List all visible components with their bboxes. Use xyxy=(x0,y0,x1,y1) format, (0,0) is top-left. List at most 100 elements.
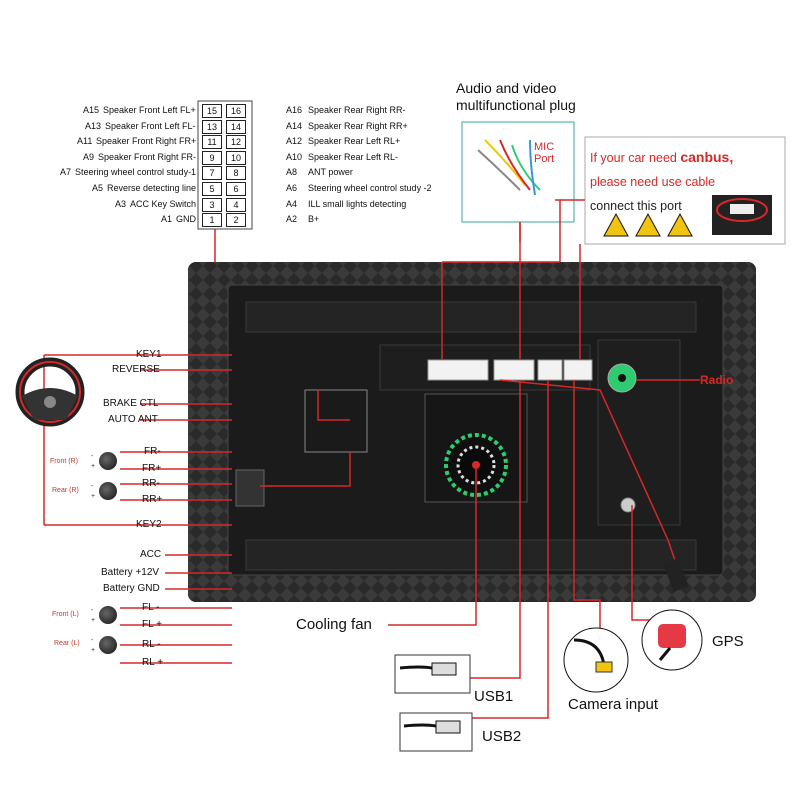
pin-id-a3: A3 xyxy=(115,198,127,209)
wire-rl-minus: RL - xyxy=(142,639,161,650)
mic-line1: MIC xyxy=(534,141,555,153)
pin-id-a13: A13 xyxy=(85,120,102,131)
pin-number-14: 14 xyxy=(226,119,246,134)
group-front-l: Front (L) xyxy=(52,611,79,618)
camera-input-label: Camera input xyxy=(568,696,659,713)
pin-number-13: 13 xyxy=(202,119,222,134)
speaker-front-r-icon xyxy=(99,452,117,470)
head-unit-body xyxy=(188,262,756,602)
pin-number-15: 15 xyxy=(202,104,222,118)
pin-label-a12: Speaker Rear Left RL+ xyxy=(308,136,401,147)
warning-icons xyxy=(603,195,772,237)
wire-reverse: REVERSE xyxy=(112,364,160,375)
pin-id-a7: A7 xyxy=(60,167,72,178)
pin-number-16: 16 xyxy=(226,104,246,118)
av-plug-title-line2: multifunctional plug xyxy=(456,97,576,113)
pm-rr-plus: + xyxy=(91,493,96,500)
pm-rl-plus: + xyxy=(91,647,96,654)
wire-fr-plus: FR+ xyxy=(142,463,162,474)
wire-brake-ctl: BRAKE CTL xyxy=(103,398,159,409)
pm-fl-plus: + xyxy=(91,617,96,624)
pin-id-a16: A16 xyxy=(286,105,303,115)
canbus-line1: If your car need canbus, xyxy=(590,145,733,170)
group-rear-r: Rear (R) xyxy=(52,487,79,494)
pin-label-a2: B+ xyxy=(308,214,320,225)
wire-rl-plus: RL + xyxy=(142,657,164,668)
wire-rr-plus: RR+ xyxy=(142,494,163,505)
pin-label-a8: ANT power xyxy=(308,167,353,178)
pm-rr-minus: - xyxy=(91,483,94,490)
pin-number-5: 5 xyxy=(202,182,222,196)
pin-label-a14: Speaker Rear Right RR+ xyxy=(308,120,408,131)
canbus-line3: connect this port xyxy=(590,199,682,213)
pin-number-2: 2 xyxy=(226,213,246,228)
pin-number-6: 6 xyxy=(226,182,246,196)
mic-port-label: MIC Port xyxy=(534,141,554,165)
pin-label-a11: Speaker Front Right FR+ xyxy=(96,136,197,147)
group-front-r: Front (R) xyxy=(50,458,78,465)
pin-id-a15: A15 xyxy=(83,105,100,115)
wire-fr-minus: FR- xyxy=(144,446,161,457)
av-plug-title: Audio and video multifunctional plug xyxy=(456,80,576,114)
canbus-line1-prefix: If your car need xyxy=(590,151,681,165)
pin-label-a6: Steering wheel control study -2 xyxy=(308,183,432,193)
pin-number-7: 7 xyxy=(202,166,222,181)
wire-battery-gnd: Battery GND xyxy=(103,583,160,594)
pin-id-a6: A6 xyxy=(286,183,298,193)
wire-fl-minus: FL - xyxy=(142,602,160,613)
wire-auto-ant: AUTO ANT xyxy=(108,414,158,425)
gps-label: GPS xyxy=(712,633,744,650)
pin-id-a5: A5 xyxy=(92,183,104,193)
pin-label-a16: Speaker Rear Right RR- xyxy=(308,105,406,115)
av-plug-title-line1: Audio and video xyxy=(456,80,557,96)
pm-rl-minus: - xyxy=(91,637,94,644)
pin-number-11: 11 xyxy=(202,135,222,150)
canbus-note: If your car need canbus, please need use… xyxy=(590,145,733,218)
pin-number-8: 8 xyxy=(226,166,246,181)
steering-wheel xyxy=(15,357,85,427)
wire-key1: KEY1 xyxy=(136,349,162,360)
pin-id-a12: A12 xyxy=(286,136,303,147)
pin-id-a1: A1 xyxy=(161,214,173,225)
wire-rr-minus: RR- xyxy=(142,478,160,489)
pin-label-a7: Steering wheel control study-1 xyxy=(75,167,197,178)
usb1-label: USB1 xyxy=(474,688,514,705)
canbus-line2: please need use cable xyxy=(590,175,716,189)
speaker-rear-r-icon xyxy=(99,482,117,500)
pm-fr-plus: + xyxy=(91,463,96,470)
wire-fl-plus: FL + xyxy=(142,619,162,630)
pin-number-12: 12 xyxy=(226,135,246,150)
speaker-rear-l-icon xyxy=(99,636,117,654)
pin-number-9: 9 xyxy=(202,150,222,165)
pin-label-a1: GND xyxy=(176,214,196,225)
pin-label-a5: Reverse detecting line xyxy=(107,183,197,193)
pin-id-a11: A11 xyxy=(77,136,93,147)
pin-number-4: 4 xyxy=(226,197,246,212)
wire-acc: ACC xyxy=(140,549,162,560)
pm-fl-minus: - xyxy=(91,607,94,614)
pin-label-a13: Speaker Front Left FL- xyxy=(105,120,196,131)
speaker-front-l-icon xyxy=(99,606,117,624)
pin-number-10: 10 xyxy=(226,150,246,165)
pin-number-1: 1 xyxy=(202,213,222,228)
pin-label-a4: ILL small lights detecting xyxy=(308,198,407,209)
pin-id-a10: A10 xyxy=(286,151,303,162)
group-rear-l: Rear (L) xyxy=(54,640,80,647)
radio-label: Radio xyxy=(700,373,734,387)
mic-line2: Port xyxy=(534,153,555,165)
wire-battery-12v: Battery +12V xyxy=(101,567,160,578)
pin-label-a9: Speaker Front Right FR- xyxy=(98,151,197,162)
canbus-line1-bold: canbus, xyxy=(680,149,734,165)
pin-id-a14: A14 xyxy=(286,120,303,131)
pin-id-a9: A9 xyxy=(83,151,95,162)
pin-number-3: 3 xyxy=(202,197,222,212)
wire-key2: KEY2 xyxy=(136,519,162,530)
pin-label-a3: ACC Key Switch xyxy=(130,198,197,209)
pm-fr-minus: - xyxy=(91,453,94,460)
pin-label-a10: Speaker Rear Left RL- xyxy=(308,151,399,162)
pin-label-a15: Speaker Front Left FL+ xyxy=(103,105,196,115)
pin-id-a8: A8 xyxy=(286,167,298,178)
pin-id-a2: A2 xyxy=(286,214,298,225)
cooling-fan-label: Cooling fan xyxy=(296,616,372,633)
